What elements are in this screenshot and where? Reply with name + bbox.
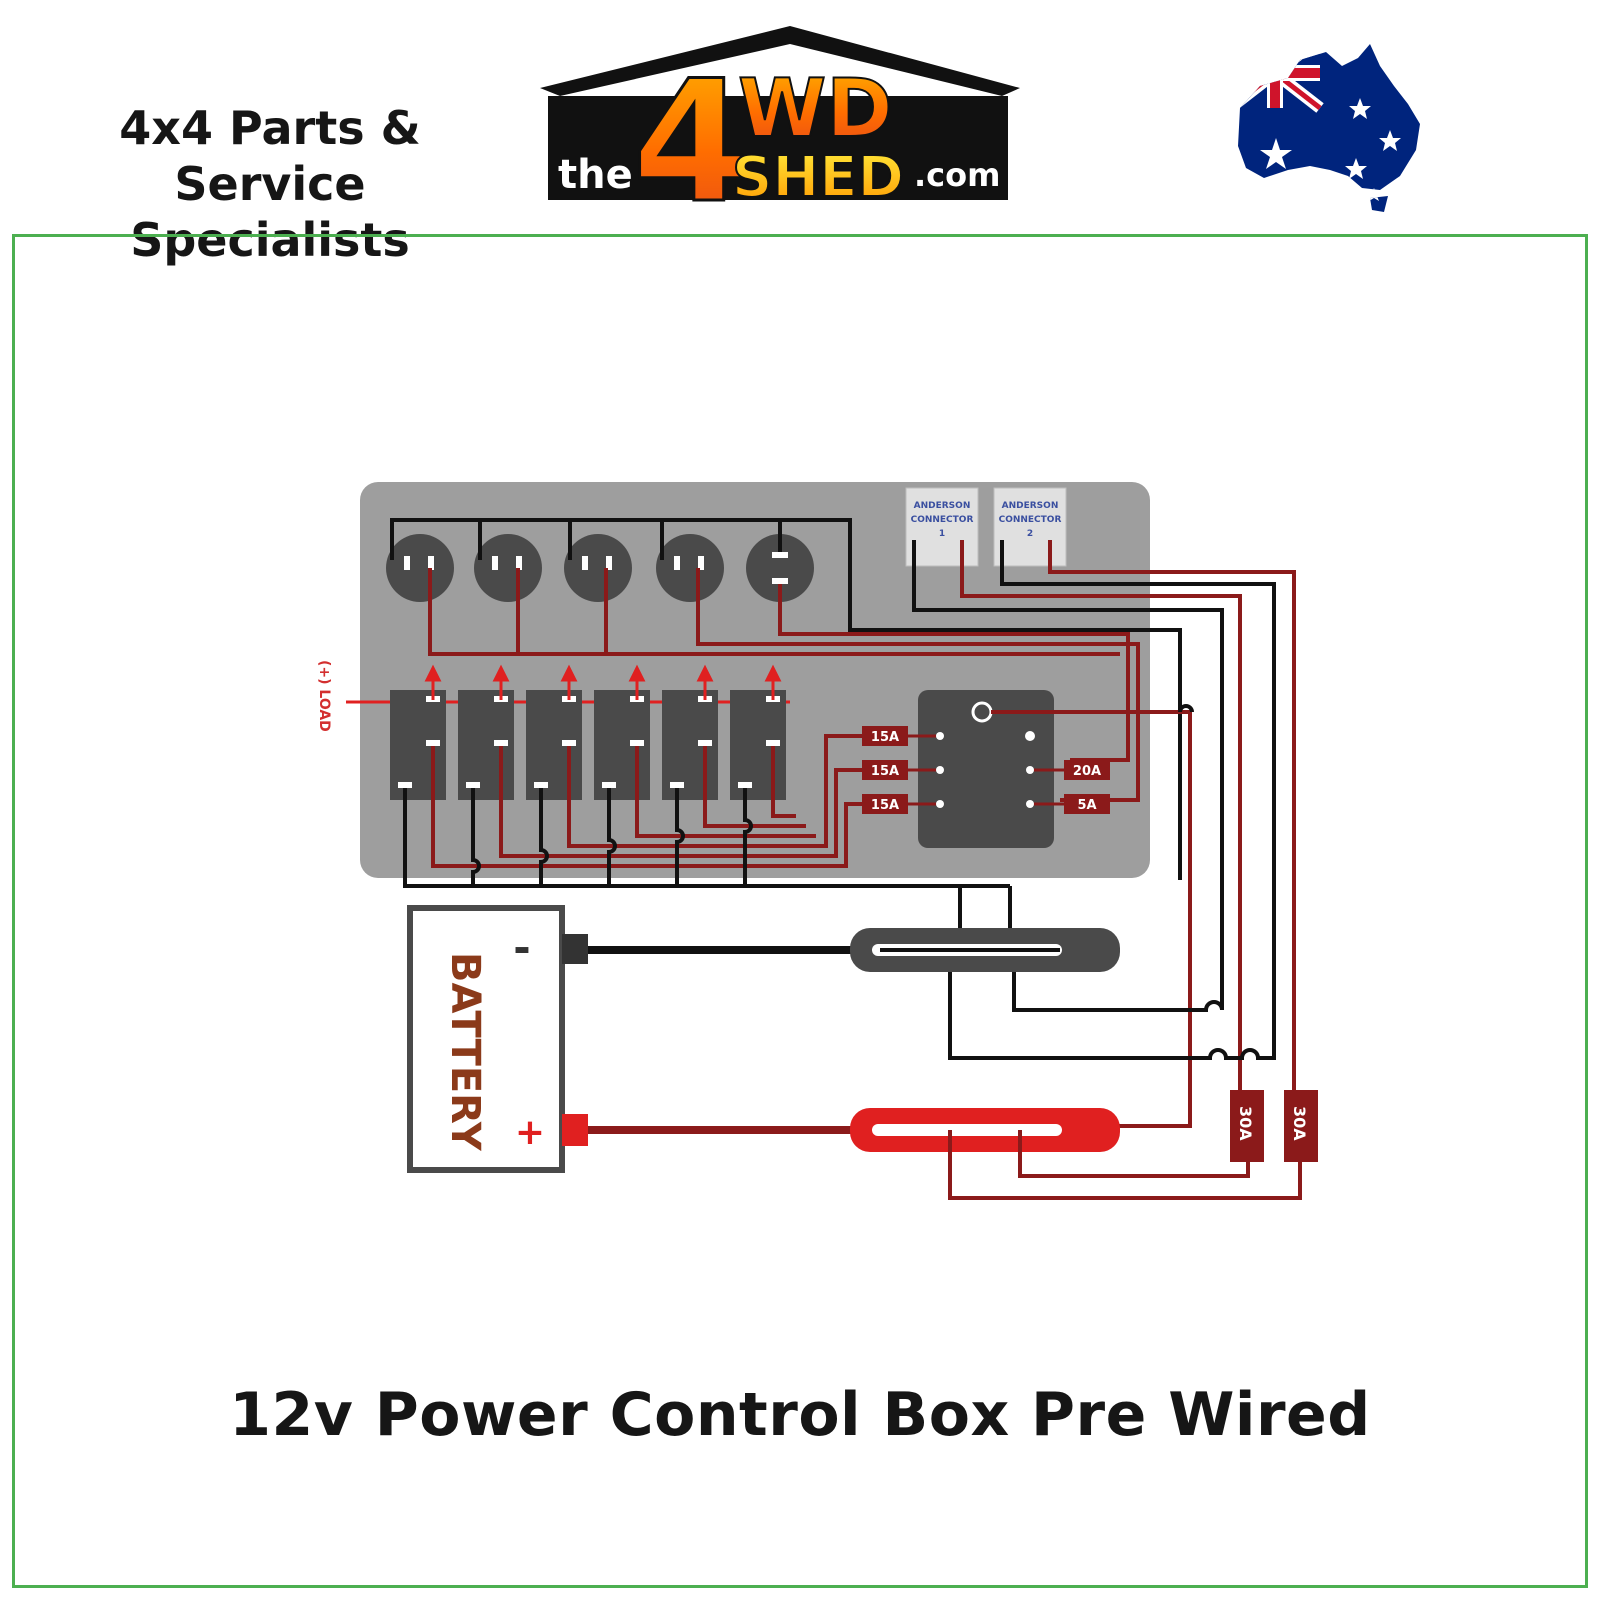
fuse-label-left-3: 15A xyxy=(862,794,908,814)
switch-4[interactable] xyxy=(594,690,650,800)
battery[interactable]: BATTERY - + xyxy=(407,905,588,1173)
switch-6[interactable] xyxy=(730,690,786,800)
fuse-label-right-2: 5A xyxy=(1064,794,1110,814)
anderson-1-line-1: ANDERSON xyxy=(914,501,971,511)
logo-wd: WD xyxy=(738,62,893,155)
socket-5[interactable] xyxy=(746,534,814,602)
anderson-1-line-3: 1 xyxy=(939,529,945,539)
rocker-switches xyxy=(390,690,786,800)
socket-1[interactable] xyxy=(386,534,454,602)
fuse-label-left-2: 15A xyxy=(862,760,908,780)
svg-text:15A: 15A xyxy=(871,798,899,813)
anderson-1-line-2: CONNECTOR xyxy=(911,515,974,525)
svg-text:30A: 30A xyxy=(1290,1106,1309,1141)
fuse-label-left-1: 15A xyxy=(862,726,908,746)
anderson-2-line-1: ANDERSON xyxy=(1002,501,1059,511)
battery-positive-sign: + xyxy=(515,1112,545,1153)
load-arrows xyxy=(424,664,782,700)
switch-ground-wires xyxy=(403,788,1012,940)
battery-negative-sign: - xyxy=(513,923,530,972)
logo-the: the xyxy=(558,152,633,198)
switch-2[interactable] xyxy=(458,690,514,800)
positive-feed-wires xyxy=(948,1130,1302,1200)
switch-5[interactable] xyxy=(662,690,718,800)
anderson-connector-2[interactable]: ANDERSON CONNECTOR 2 xyxy=(993,487,1067,567)
roof-shape xyxy=(540,26,1020,96)
brand-logo[interactable]: the 4 WD SHED .com xyxy=(540,18,1040,218)
logo-base xyxy=(548,96,1008,208)
socket-2[interactable] xyxy=(474,534,542,602)
svg-text:5A: 5A xyxy=(1077,798,1096,813)
logo-number: 4 xyxy=(632,44,749,218)
switch-3[interactable] xyxy=(526,690,582,800)
positive-busbar[interactable] xyxy=(588,1108,1120,1152)
product-caption: 12v Power Control Box Pre Wired xyxy=(229,1380,1371,1450)
logo-shed: SHED xyxy=(732,145,904,210)
content-frame xyxy=(12,234,1588,1588)
australia-flag-map-icon xyxy=(1238,44,1420,212)
power-sockets xyxy=(386,534,814,602)
fuse-label-right-1: 20A xyxy=(1064,760,1110,780)
socket-4[interactable] xyxy=(656,534,724,602)
inline-fuse-1[interactable]: 30A xyxy=(1230,1090,1264,1162)
switch-feed-wires xyxy=(431,734,866,868)
switch-1[interactable] xyxy=(390,690,446,800)
inline-fuse-2[interactable]: 30A xyxy=(1284,1090,1318,1162)
tagline-line-1: 4x4 Parts & Service xyxy=(119,101,421,211)
header-tagline: 4x4 Parts & Service Specialists xyxy=(20,100,520,268)
anderson-wiring xyxy=(912,540,1296,1090)
svg-text:20A: 20A xyxy=(1073,764,1101,779)
socket-3[interactable] xyxy=(564,534,632,602)
load-label: (+) LOAD xyxy=(316,660,332,732)
battery-label: BATTERY xyxy=(442,952,488,1152)
logo-domain: .com xyxy=(914,156,1000,194)
anderson-2-line-2: CONNECTOR xyxy=(999,515,1062,525)
svg-text:15A: 15A xyxy=(871,764,899,779)
svg-text:15A: 15A xyxy=(871,730,899,745)
svg-text:30A: 30A xyxy=(1236,1106,1255,1141)
socket-positive-wires xyxy=(428,568,1140,802)
tagline-line-2: Specialists xyxy=(130,213,410,267)
fuse-block[interactable] xyxy=(918,690,1054,848)
anderson-2-line-3: 2 xyxy=(1027,529,1033,539)
negative-busbar[interactable] xyxy=(588,928,1120,972)
anderson-connector-1[interactable]: ANDERSON CONNECTOR 1 xyxy=(905,487,979,567)
